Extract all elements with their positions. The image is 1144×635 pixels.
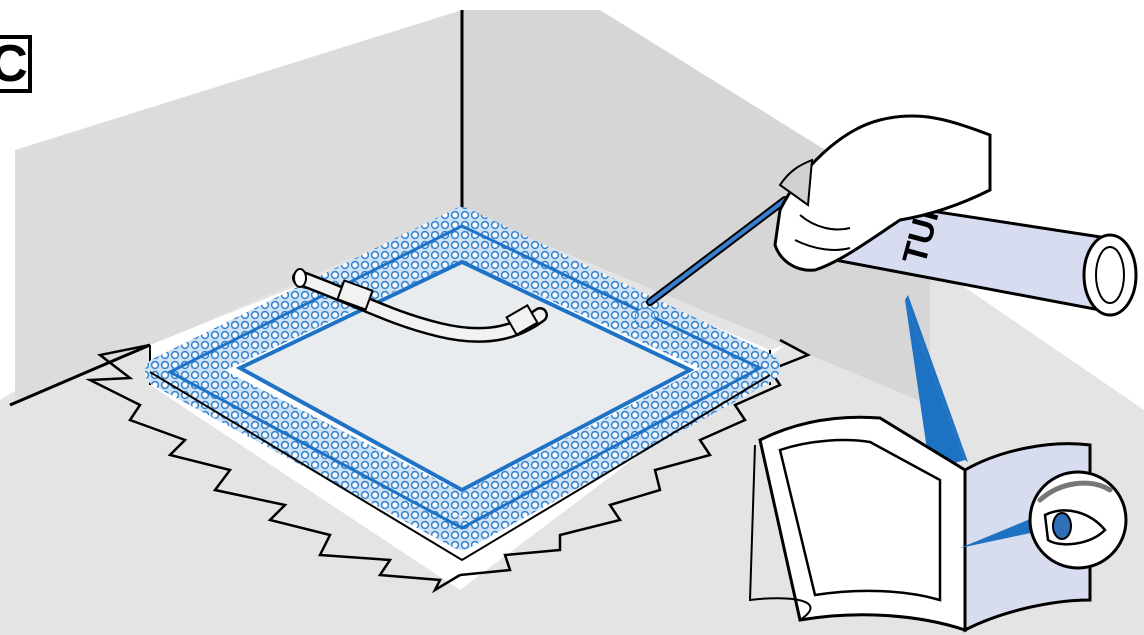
- eye-icon: [1030, 472, 1126, 568]
- step-label: C: [0, 35, 32, 93]
